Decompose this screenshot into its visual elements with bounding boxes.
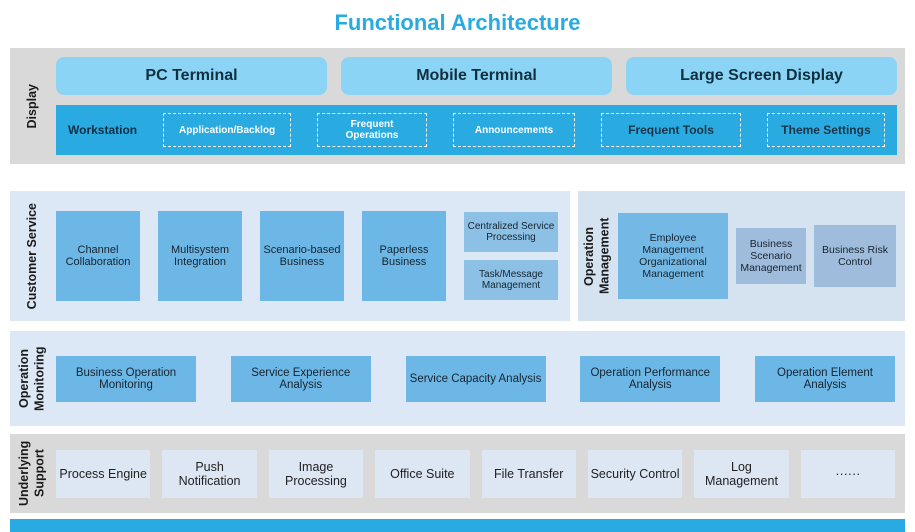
display-band-label-area: Display bbox=[10, 57, 56, 155]
box-process-engine: Process Engine bbox=[56, 449, 151, 498]
box-announcements: Announcements bbox=[453, 113, 576, 147]
box-service-capacity-analysis: Service Capacity Analysis bbox=[405, 355, 546, 402]
page-title: Functional Architecture bbox=[334, 10, 581, 35]
customer-service-stack: Centralized Service Processing Task/Mess… bbox=[464, 212, 558, 300]
operation-management-label-area: Operation Management bbox=[578, 191, 618, 321]
box-frequent-operations: Frequent Operations bbox=[317, 113, 428, 147]
underlying-support-band: Underlying Support Process Engine Push N… bbox=[10, 434, 905, 513]
underlying-support-label-area: Underlying Support bbox=[10, 434, 56, 513]
box-centralized-service-processing: Centralized Service Processing bbox=[464, 212, 558, 252]
box-theme-settings: Theme Settings bbox=[766, 113, 885, 147]
box-application-backlog: Application/Backlog bbox=[163, 113, 292, 147]
box-business-risk-control: Business Risk Control bbox=[814, 225, 896, 287]
box-image-processing: Image Processing bbox=[268, 449, 364, 498]
underlying-support-label: Underlying Support bbox=[17, 440, 47, 507]
box-push-notification: Push Notification bbox=[162, 449, 257, 498]
box-scenario-based-business: Scenario-based Business bbox=[260, 211, 344, 301]
customer-service-boxes: Channel Collaboration Multisystem Integr… bbox=[56, 191, 570, 321]
customer-service-section: Customer Service Channel Collaboration M… bbox=[10, 191, 570, 321]
operation-management-boxes: Employee Management Organizational Manag… bbox=[618, 191, 905, 321]
box-office-suite: Office Suite bbox=[375, 449, 470, 498]
box-file-transfer: File Transfer bbox=[481, 449, 576, 498]
box-ellipsis: ······ bbox=[800, 449, 895, 498]
box-business-scenario-management: Business Scenario Management bbox=[736, 228, 806, 284]
operation-monitoring-band: Operation Monitoring Business Operation … bbox=[10, 331, 905, 426]
operation-monitoring-boxes: Business Operation Monitoring Service Ex… bbox=[56, 331, 905, 426]
operation-management-label: Operation Management bbox=[582, 217, 612, 295]
workstation-bar: Workstation Application/Backlog Frequent… bbox=[56, 105, 897, 155]
box-operation-element-analysis: Operation Element Analysis bbox=[755, 355, 895, 402]
terminals-row: PC Terminal Mobile Terminal Large Screen… bbox=[56, 57, 897, 95]
customer-service-label-area: Customer Service bbox=[10, 191, 56, 321]
box-channel-collaboration: Channel Collaboration bbox=[56, 211, 140, 301]
box-log-management: Log Management bbox=[694, 449, 789, 498]
box-paperless-business: Paperless Business bbox=[362, 211, 446, 301]
display-band: Display PC Terminal Mobile Terminal Larg… bbox=[10, 48, 905, 164]
box-large-screen-display: Large Screen Display bbox=[626, 57, 897, 95]
box-security-control: Security Control bbox=[587, 449, 683, 498]
box-operation-performance-analysis: Operation Performance Analysis bbox=[580, 355, 721, 402]
operation-monitoring-label: Operation Monitoring bbox=[17, 346, 47, 411]
box-employee-organizational-management: Employee Management Organizational Manag… bbox=[618, 213, 728, 299]
operation-monitoring-label-area: Operation Monitoring bbox=[10, 331, 56, 426]
box-service-experience-analysis: Service Experience Analysis bbox=[230, 355, 371, 402]
box-frequent-tools: Frequent Tools bbox=[601, 113, 741, 147]
display-band-content: PC Terminal Mobile Terminal Large Screen… bbox=[56, 57, 897, 155]
box-pc-terminal: PC Terminal bbox=[56, 57, 327, 95]
customer-service-label: Customer Service bbox=[25, 202, 40, 310]
underlying-support-boxes: Process Engine Push Notification Image P… bbox=[56, 434, 905, 513]
workstation-label: Workstation bbox=[68, 123, 138, 137]
display-band-label: Display bbox=[25, 83, 40, 129]
box-business-operation-monitoring: Business Operation Monitoring bbox=[56, 355, 196, 402]
bottom-accent-bar bbox=[10, 519, 905, 532]
box-task-message-management: Task/Message Management bbox=[464, 260, 558, 300]
box-multisystem-integration: Multisystem Integration bbox=[158, 211, 242, 301]
service-management-row: Customer Service Channel Collaboration M… bbox=[10, 191, 905, 321]
box-mobile-terminal: Mobile Terminal bbox=[341, 57, 612, 95]
operation-management-section: Operation Management Employee Management… bbox=[578, 191, 905, 321]
